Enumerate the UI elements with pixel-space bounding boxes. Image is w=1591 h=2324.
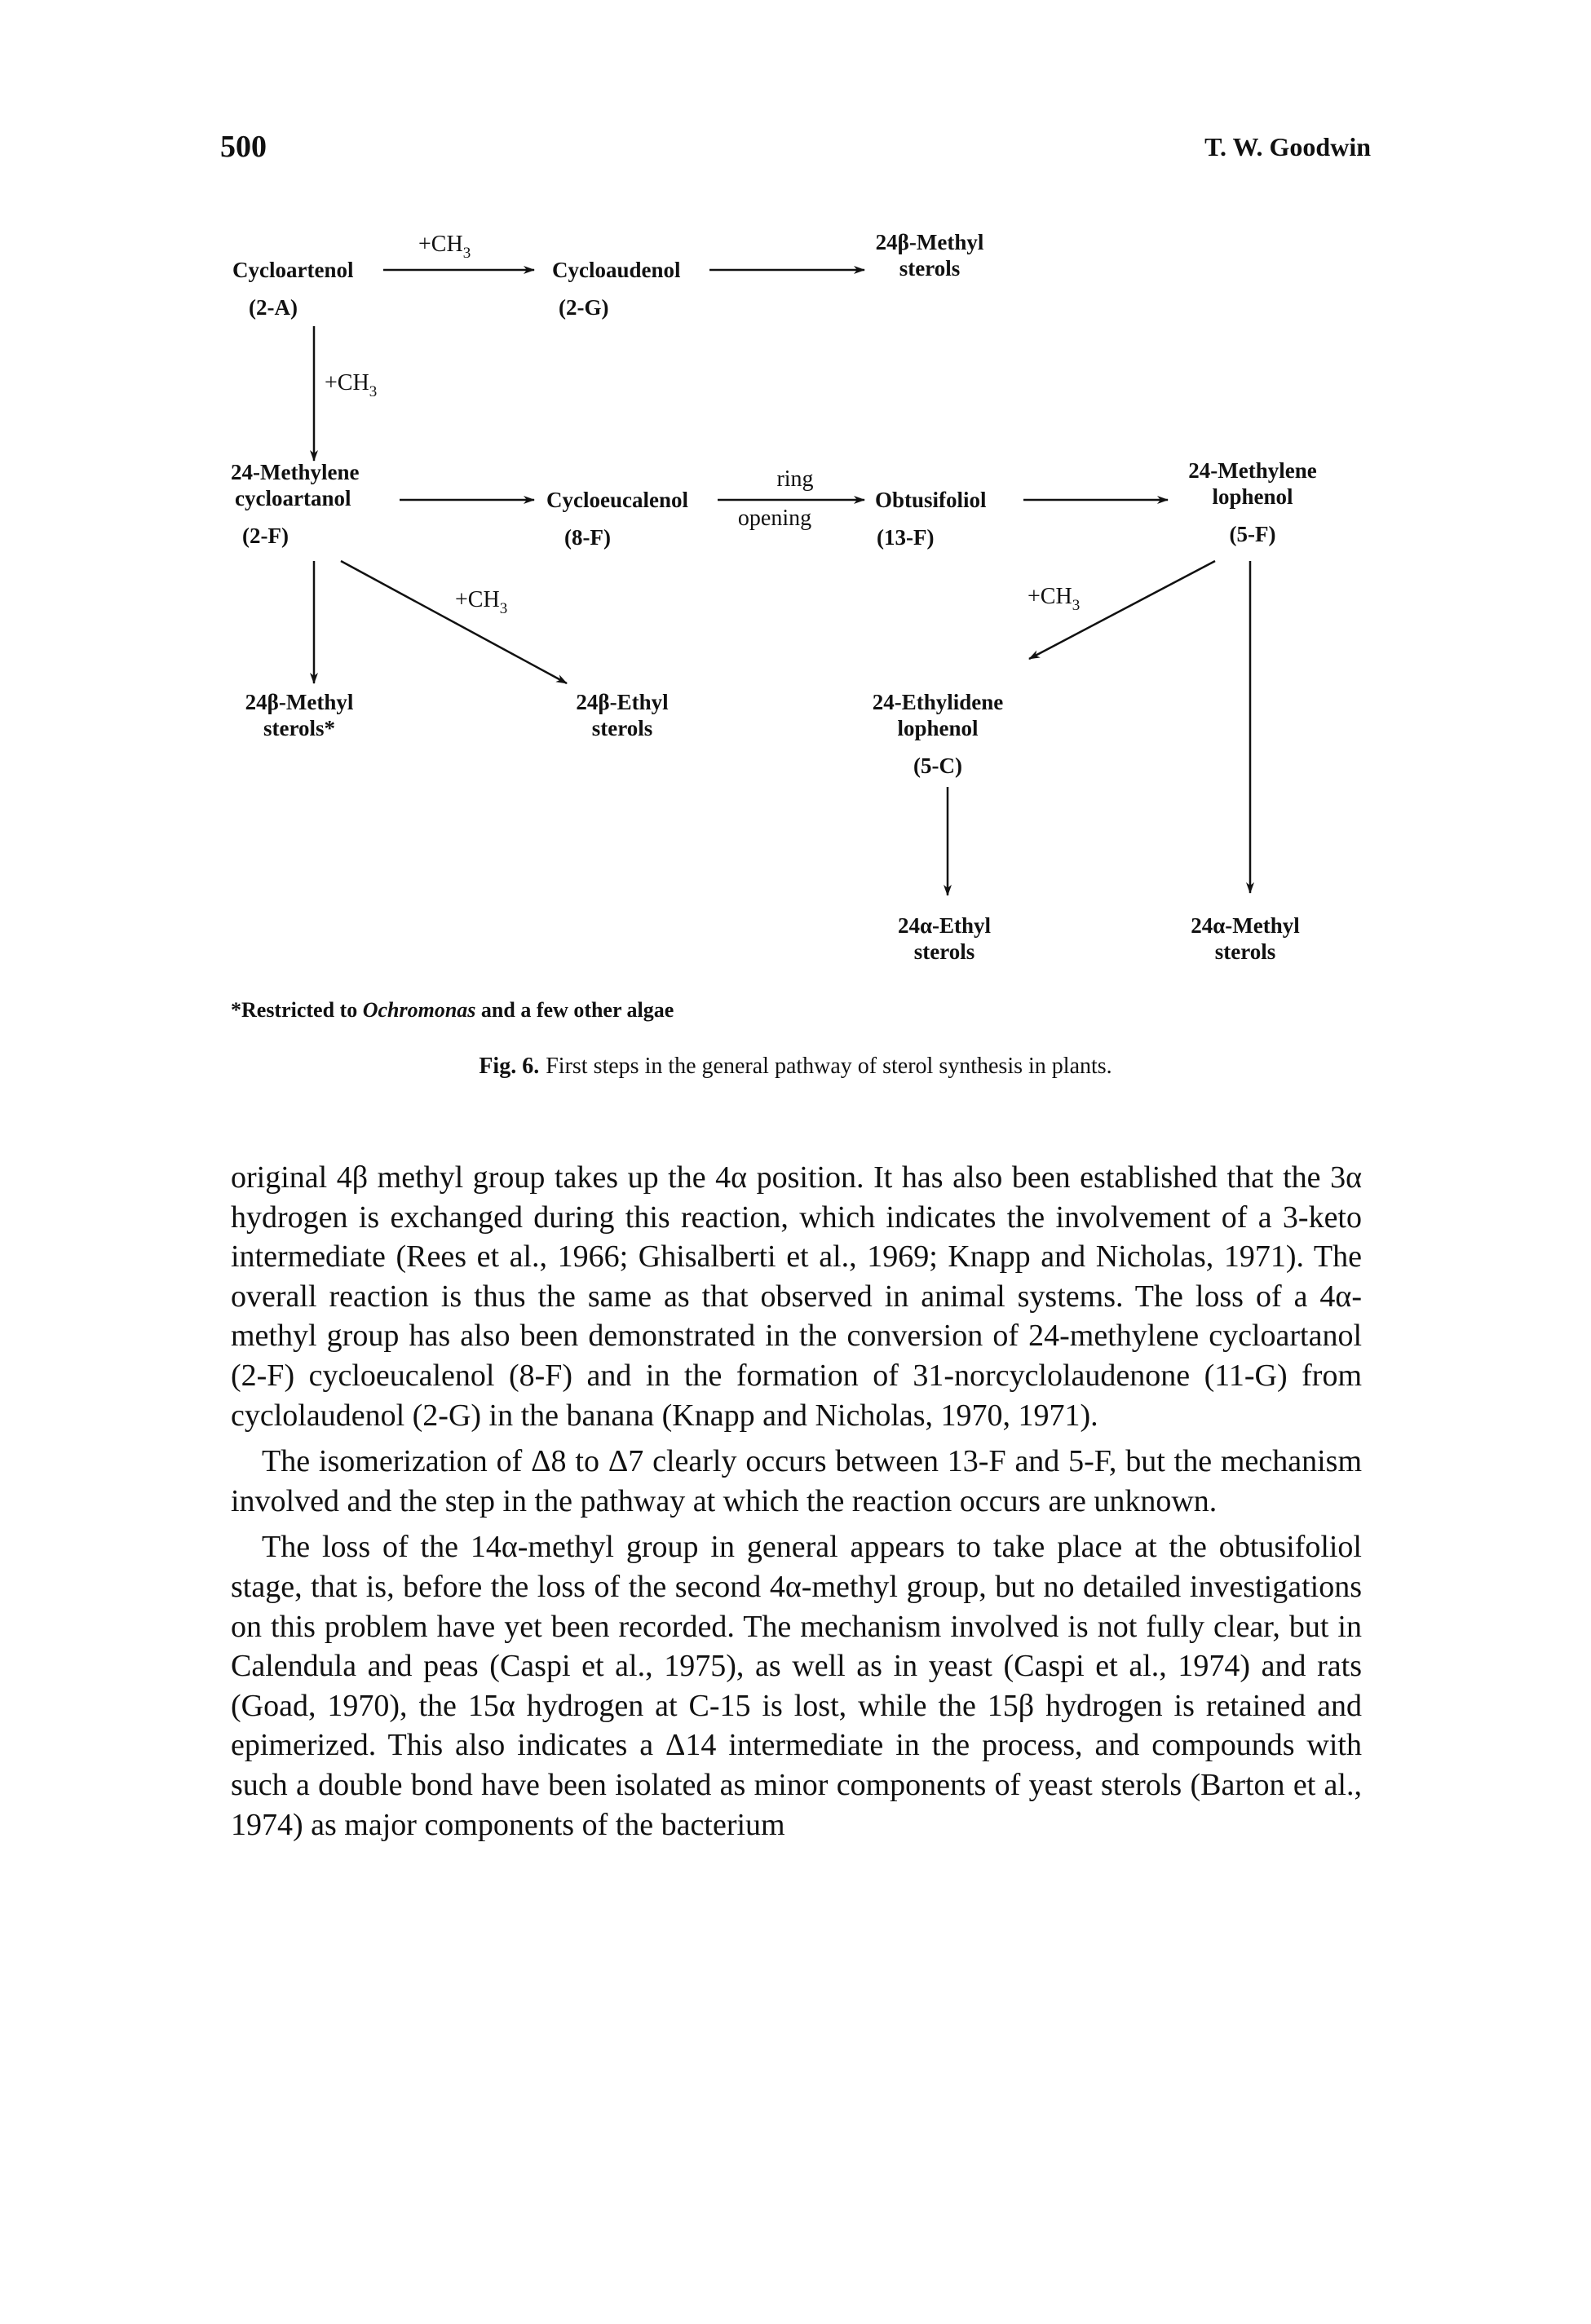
footnote-prefix: *Restricted to — [231, 998, 358, 1022]
figure-footnote: *Restricted to Ochromonas and a few othe… — [231, 998, 674, 1023]
ch3-label-diag-left: +CH3 — [455, 587, 507, 617]
ethyl-sterols-alpha-line1: 24α-Ethyl — [898, 913, 992, 938]
running-author: T. W. Goodwin — [1204, 132, 1371, 161]
methyl-sterols-alpha-line2: sterols — [1215, 939, 1276, 964]
methylene-lophenol-line1: 24-Methylene — [1188, 458, 1316, 483]
footnote-suffix: and a few other algae — [480, 998, 674, 1022]
cycloaudenol-code: (2-G) — [559, 295, 608, 320]
arrow-to-ethylidene-lophenol — [1028, 559, 1216, 661]
obtusifoliol-label: Obtusifoliol — [875, 488, 987, 512]
page-number: 500 — [220, 130, 267, 164]
figure-caption: Fig. 6.First steps in the general pathwa… — [0, 1054, 1591, 1080]
cycloeucalenol-label: Cycloeucalenol — [546, 488, 688, 512]
ethylidene-lophenol-line1: 24-Ethylidene — [873, 690, 1004, 714]
ethyl-sterols-beta-line2: sterols — [592, 716, 653, 740]
methylene-lophenol-line2: lophenol — [1212, 484, 1293, 509]
ch3-label-diag-right: +CH3 — [1028, 584, 1080, 614]
paragraph-3: The loss of the 14α-methyl group in gene… — [231, 1530, 1362, 1842]
footnote-genus: Ochromonas — [362, 998, 476, 1022]
methyl-sterols-top-line2: sterols — [899, 256, 961, 281]
methyl-sterols-star-line1: 24β-Methyl — [245, 690, 354, 714]
opening-label: opening — [738, 506, 811, 531]
ethylidene-lophenol-code: (5-C) — [913, 753, 962, 778]
methylene-cycloartanol-line2: cycloartanol — [235, 486, 351, 510]
methyl-sterols-star-line2: sterols* — [263, 716, 335, 740]
sterol-pathway-figure: Cycloartenol (2-A) +CH3 Cycloaudenol (2-… — [231, 230, 1317, 964]
methyl-sterols-alpha-line1: 24α-Methyl — [1191, 913, 1300, 938]
methylene-lophenol-code: (5-F) — [1230, 522, 1276, 546]
arrow-to-ethyl-sterols-beta — [340, 559, 568, 685]
caption-label: Fig. 6. — [479, 1054, 540, 1079]
caption-text: First steps in the general pathway of st… — [546, 1054, 1112, 1079]
obtusifoliol-code: (13-F) — [877, 525, 934, 550]
paragraph-1: original 4β methyl group takes up the 4α… — [231, 1160, 1362, 1433]
ethyl-sterols-beta-line1: 24β-Ethyl — [576, 690, 669, 714]
methylene-cycloartanol-line1: 24-Methylene — [231, 460, 359, 484]
cycloeucalenol-code: (8-F) — [564, 525, 611, 550]
page-header: 500 T. W. Goodwin — [220, 129, 1371, 170]
body-text: original 4β methyl group takes up the 4α… — [231, 1158, 1362, 1845]
cycloartenol-label: Cycloartenol — [232, 258, 354, 282]
paragraph-2: The isomerization of Δ8 to Δ7 clearly oc… — [231, 1444, 1362, 1518]
ch3-label-top: +CH3 — [418, 232, 471, 262]
methyl-sterols-top-line1: 24β-Methyl — [876, 230, 984, 254]
methylene-cycloartanol-code: (2-F) — [242, 524, 289, 548]
cycloartenol-code: (2-A) — [249, 295, 298, 320]
ethylidene-lophenol-line2: lophenol — [897, 716, 979, 740]
cycloaudenol-label: Cycloaudenol — [552, 258, 681, 282]
ethyl-sterols-alpha-line2: sterols — [914, 939, 975, 964]
ring-label: ring — [776, 466, 813, 492]
ch3-label-down: +CH3 — [325, 370, 377, 400]
